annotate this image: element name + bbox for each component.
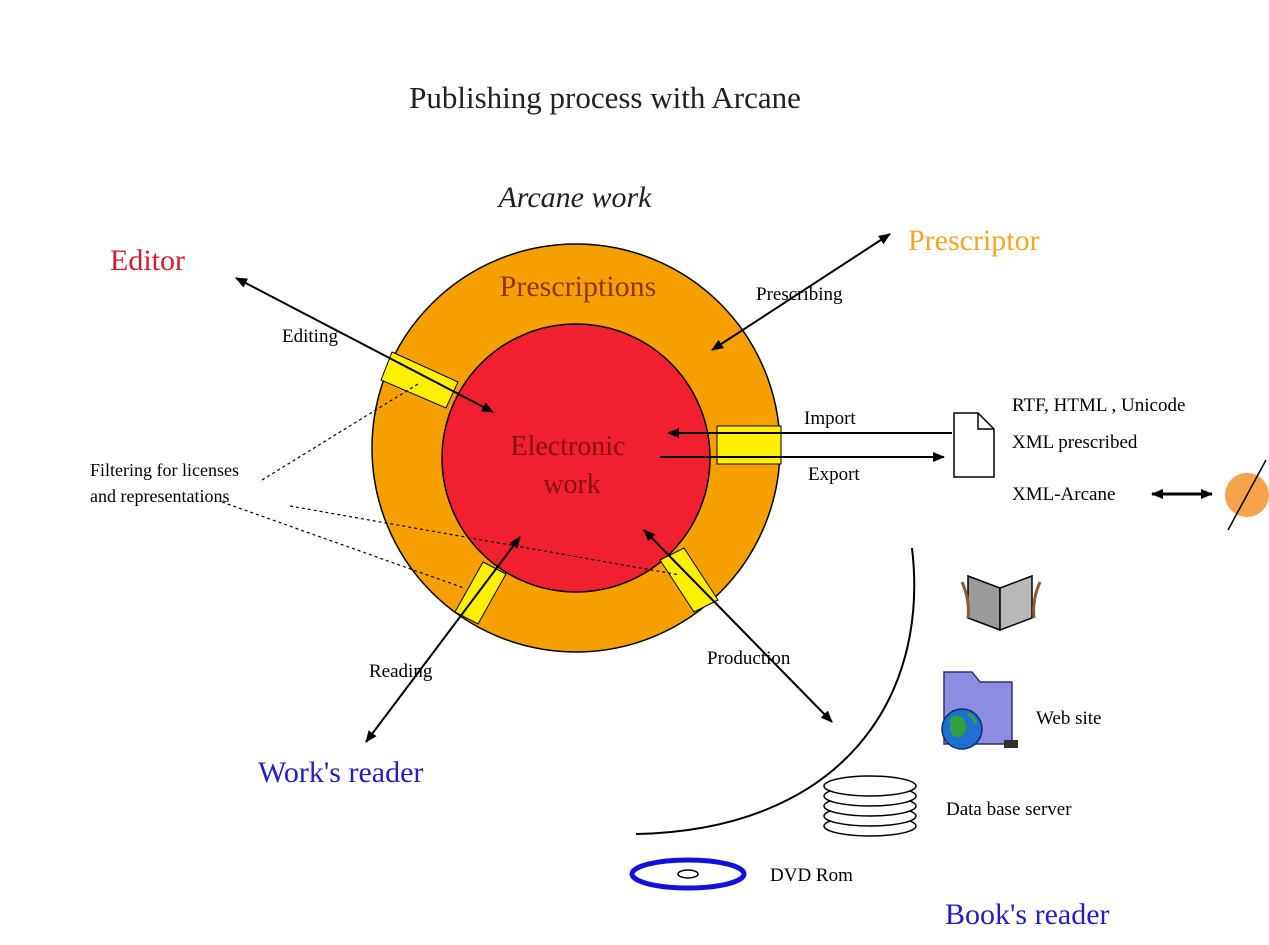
reading-arrow	[365, 536, 521, 743]
work-disc-label: work	[543, 469, 601, 500]
electronic-label: Electronic	[510, 431, 625, 462]
reading-label: Reading	[369, 661, 433, 682]
editing-arrow	[235, 277, 494, 413]
filter-note-line1: Filtering for licenses	[90, 460, 239, 480]
import-label: Import	[804, 408, 856, 429]
editing-label: Editing	[282, 326, 338, 347]
filter-gate-import-export	[716, 425, 782, 465]
production-label: Production	[707, 648, 791, 669]
output-divider-arc	[635, 547, 916, 835]
formats-line1: RTF, HTML , Unicode	[1012, 395, 1185, 416]
formats-line2: XML prescribed	[1012, 432, 1138, 453]
globe-folder-icon	[941, 671, 1018, 750]
filter-note-line2: and representations	[90, 486, 229, 506]
production-arrow	[643, 529, 833, 723]
editor-label: Editor	[110, 244, 185, 277]
diagram-title: Publishing process with Arcane	[409, 80, 801, 115]
open-book-icon	[960, 574, 1042, 632]
dvd-label: DVD Rom	[770, 865, 853, 886]
formats-arcane: XML-Arcane	[1012, 484, 1115, 505]
prescriptor-label: Prescriptor	[908, 224, 1040, 257]
prescribing-arrow	[711, 233, 891, 351]
filter-leaders	[221, 383, 681, 589]
work-label: Arcane work	[496, 181, 652, 214]
books-reader-label: Book's reader	[945, 898, 1110, 931]
prescribing-label: Prescribing	[756, 284, 843, 305]
database-stack-icon	[823, 775, 917, 837]
prescriptions-label: Prescriptions	[500, 270, 657, 303]
export-label: Export	[808, 464, 860, 485]
sun-node-icon	[1225, 459, 1269, 531]
web-site-label: Web site	[1036, 708, 1101, 729]
works-reader-label: Work's reader	[258, 756, 423, 789]
document-icon	[953, 412, 995, 478]
dvd-disc-icon	[629, 857, 747, 891]
database-label: Data base server	[946, 799, 1072, 820]
